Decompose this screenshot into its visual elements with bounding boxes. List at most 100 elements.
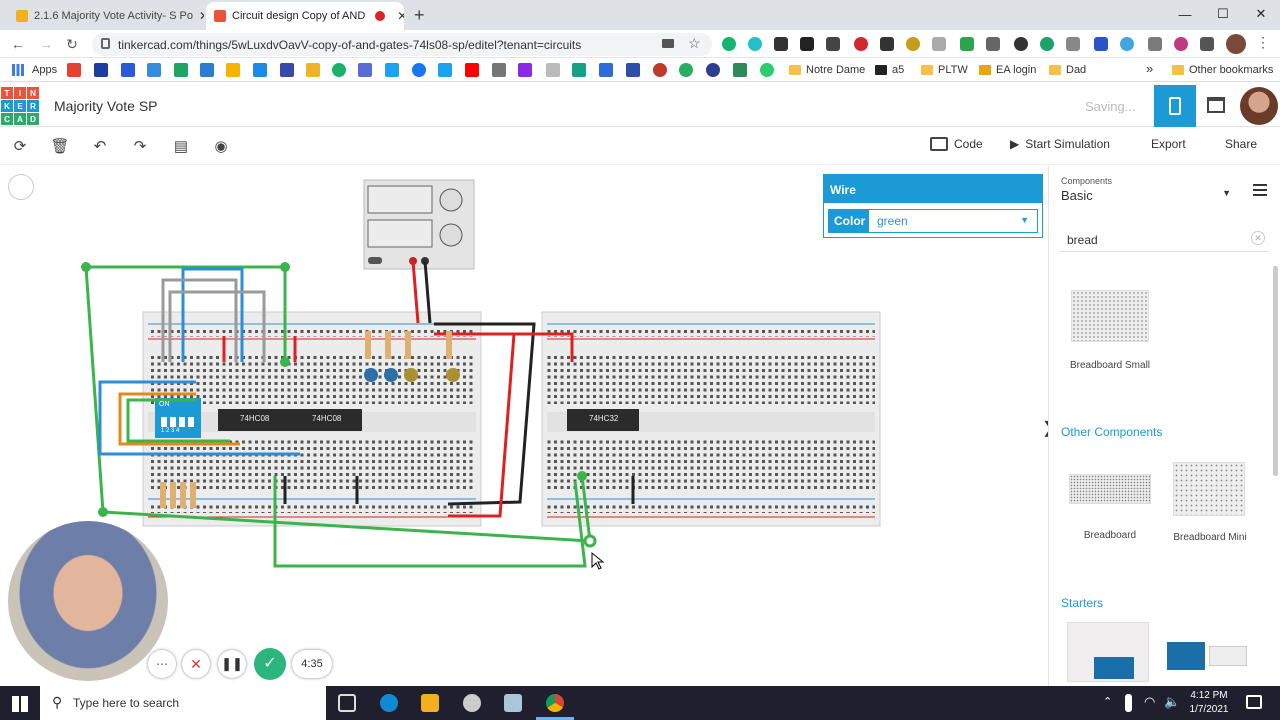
extension-icon[interactable] — [1014, 37, 1028, 51]
code-button[interactable]: Code — [930, 137, 983, 151]
resistors-top[interactable] — [365, 331, 452, 359]
bookmark-icon[interactable] — [760, 63, 774, 77]
bookmark-icon[interactable] — [653, 63, 667, 77]
bookmark-icon[interactable] — [492, 63, 506, 77]
wire-blue[interactable] — [98, 380, 300, 456]
wire-color-select[interactable]: Color green ▼ — [828, 209, 1038, 233]
bookmark-dad[interactable]: Dad — [1049, 64, 1086, 76]
close-tab-icon[interactable]: ✕ — [397, 9, 404, 23]
resistors-bottom[interactable] — [160, 482, 196, 508]
component-list-button[interactable] — [1207, 97, 1225, 113]
wifi-icon[interactable]: ◠ — [1144, 694, 1156, 709]
component-breadboard-small[interactable]: Breadboard Small — [1065, 290, 1155, 376]
bookmark-icon[interactable] — [518, 63, 532, 77]
clock[interactable]: 4:12 PM 1/7/2021 — [1189, 690, 1229, 715]
wire-red[interactable] — [434, 332, 516, 518]
bookmark-icon[interactable] — [546, 63, 560, 77]
search-input[interactable]: bread ✕ — [1059, 226, 1269, 252]
rotate-icon[interactable]: ⟳ — [13, 138, 27, 155]
extension-icon[interactable] — [932, 37, 946, 51]
clear-search-icon[interactable]: ✕ — [1251, 231, 1265, 245]
microphone-icon[interactable] — [1125, 694, 1132, 712]
extension-icon[interactable] — [800, 37, 814, 51]
wire-green[interactable] — [580, 475, 592, 542]
delete-icon[interactable]: 🗑 — [50, 138, 70, 155]
undo-icon[interactable]: ↶ — [93, 138, 107, 155]
bookmark-icon[interactable] — [200, 63, 214, 77]
extension-icon[interactable] — [826, 37, 840, 51]
notes-icon[interactable]: ▤ — [173, 138, 189, 155]
browser-tab[interactable]: 2.1.6 Majority Vote Activity- S Po ✕ — [8, 2, 204, 30]
list-view-icon[interactable] — [1253, 184, 1267, 196]
extension-icon[interactable] — [906, 37, 920, 51]
extension-icon[interactable] — [880, 37, 894, 51]
redo-icon[interactable]: ↷ — [133, 138, 147, 155]
gmail-icon[interactable] — [67, 63, 81, 77]
start-simulation-button[interactable]: ▶ Start Simulation — [1010, 137, 1110, 151]
maximize-button[interactable]: ☐ — [1217, 6, 1229, 21]
bookmark-icon[interactable] — [94, 63, 108, 77]
bookmark-ea-login[interactable]: EA login — [979, 64, 1036, 76]
sidebar-scrollbar[interactable] — [1273, 266, 1278, 476]
extension-icon[interactable] — [1094, 37, 1108, 51]
bookmark-icon[interactable] — [733, 63, 747, 77]
led-yellow[interactable] — [446, 368, 460, 382]
wire-gray[interactable] — [161, 278, 238, 362]
drive-icon[interactable] — [174, 63, 188, 77]
bookmarks-overflow[interactable]: » — [1146, 61, 1154, 76]
bookmark-icon[interactable] — [121, 63, 135, 77]
url-field[interactable]: tinkercad.com/things/5wLuxdvOavV-copy-of… — [92, 33, 712, 56]
components-dropdown[interactable]: Components Basic ▼ — [1061, 176, 1231, 212]
led-blue[interactable] — [384, 368, 398, 382]
breadboard-right[interactable] — [541, 311, 881, 527]
taskbar-app-icon[interactable] — [504, 694, 522, 712]
share-button[interactable]: Share — [1225, 137, 1258, 151]
edge-icon[interactable] — [380, 694, 398, 712]
extension-icon[interactable] — [774, 37, 788, 51]
wire-orange[interactable] — [118, 392, 240, 446]
notifications-icon[interactable] — [1246, 695, 1262, 709]
file-explorer-icon[interactable] — [421, 694, 439, 712]
volume-icon[interactable]: 🔈 — [1164, 694, 1181, 709]
twitter-icon[interactable] — [385, 63, 399, 77]
new-tab-button[interactable]: + — [414, 5, 425, 25]
starter-arduino[interactable] — [1167, 642, 1249, 674]
extension-icon[interactable] — [960, 37, 974, 51]
youtube-icon[interactable] — [465, 63, 479, 77]
browser-tab-active[interactable]: Circuit design Copy of AND ✕ — [206, 2, 404, 30]
bookmark-other[interactable]: Other bookmarks — [1172, 64, 1273, 76]
cancel-recording-icon[interactable]: ✕ — [182, 650, 210, 678]
bookmark-icon[interactable] — [626, 63, 640, 77]
bookmark-icon[interactable] — [599, 63, 613, 77]
chip-74hc32[interactable] — [567, 409, 639, 431]
system-tray-chevron[interactable]: ⌃ — [1103, 696, 1113, 708]
facebook-icon[interactable] — [412, 63, 426, 77]
starters-header[interactable]: Starters — [1061, 596, 1104, 610]
export-button[interactable]: Export — [1151, 137, 1186, 151]
twitter-icon[interactable] — [438, 63, 452, 77]
wire-red[interactable] — [480, 332, 574, 362]
bookmark-star-icon[interactable]: ☆ — [688, 35, 701, 51]
minimize-button[interactable]: — — [1178, 6, 1192, 22]
extensions-puzzle-icon[interactable] — [1200, 37, 1214, 51]
bookmark-icon[interactable] — [280, 63, 294, 77]
bookmark-notre-dame[interactable]: Notre Dame — [789, 64, 865, 76]
design-title[interactable]: Majority Vote SP — [54, 98, 158, 114]
bookmark-icon[interactable] — [706, 63, 720, 77]
bookmark-icon[interactable] — [226, 63, 240, 77]
power-supply[interactable] — [363, 179, 475, 270]
windows-start-icon[interactable] — [12, 696, 28, 712]
bookmark-icon[interactable] — [253, 63, 267, 77]
extension-icon[interactable] — [986, 37, 1000, 51]
wire-red[interactable] — [411, 260, 420, 324]
bookmark-icon[interactable] — [358, 63, 372, 77]
circuit-canvas[interactable]: 74HC08 74HC08 74HC32 ON 1 2 3 4 Wire Col… — [0, 166, 1055, 686]
visibility-icon[interactable]: ◉ — [214, 138, 228, 155]
chip-74hc08-b[interactable] — [290, 409, 362, 431]
bookmark-pltw[interactable]: PLTW — [921, 64, 968, 76]
forward-icon[interactable]: → — [39, 36, 53, 52]
task-view-icon[interactable] — [338, 694, 356, 712]
other-components-header[interactable]: Other Components — [1061, 425, 1163, 439]
apps-icon[interactable] — [12, 64, 24, 76]
